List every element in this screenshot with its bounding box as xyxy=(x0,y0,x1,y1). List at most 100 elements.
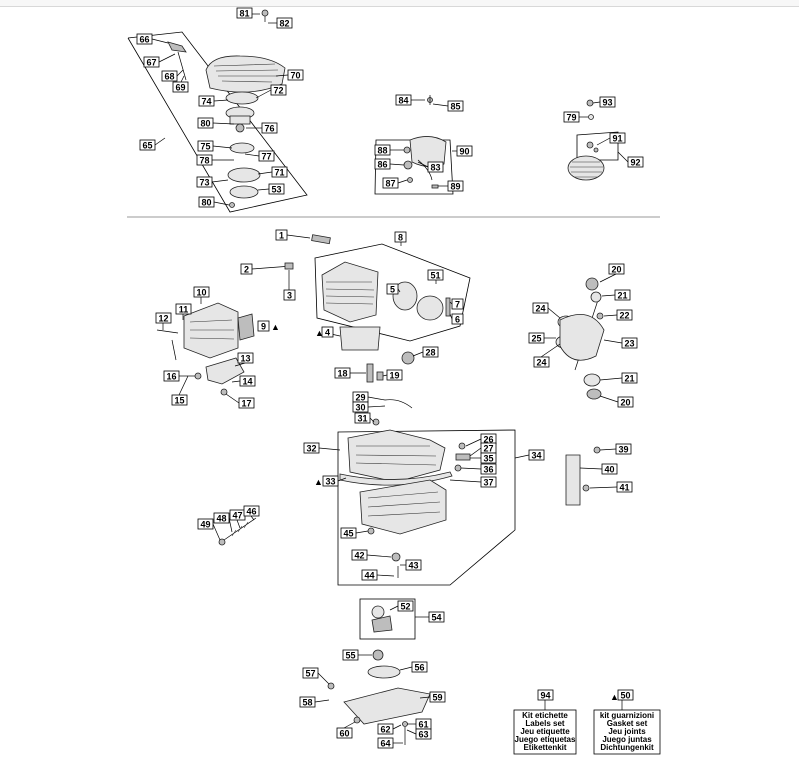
callout-leader-line xyxy=(343,721,356,729)
callout-leader-line xyxy=(382,374,388,377)
ignition-coil-group xyxy=(374,95,454,195)
callout-box xyxy=(532,302,549,314)
callout-box xyxy=(257,320,270,332)
callout-81: 81 xyxy=(236,7,260,19)
callout-box xyxy=(480,476,497,488)
callout-number: 65 xyxy=(142,141,152,151)
callout-number: 31 xyxy=(357,414,367,424)
callout-37: 37 xyxy=(449,476,497,488)
callout-63: 63 xyxy=(406,728,432,740)
callout-box xyxy=(405,559,422,571)
callout-box xyxy=(377,723,394,735)
bracket-group xyxy=(565,446,601,506)
callout-box xyxy=(342,649,359,661)
callout-box xyxy=(334,367,351,379)
callout-leader-line xyxy=(419,696,431,699)
callout-89: 89 xyxy=(438,180,464,192)
callout-box xyxy=(480,452,497,464)
callout-leader-line xyxy=(399,666,413,671)
callout-box xyxy=(616,481,633,493)
callout-73: 73 xyxy=(196,176,229,188)
callout-leader-line xyxy=(314,699,330,703)
callout-box xyxy=(617,689,634,701)
callout-leader-line xyxy=(460,467,482,470)
callout-number: 46 xyxy=(246,507,256,517)
callout-box xyxy=(616,309,633,321)
callout-number: 79 xyxy=(566,113,576,123)
callout-leader-line xyxy=(599,448,617,451)
callout-87: 87 xyxy=(382,177,408,189)
callout-box xyxy=(240,263,253,275)
fuel-fitting-group xyxy=(359,598,416,640)
callout-51: 51 xyxy=(427,269,444,284)
callout-leader-line xyxy=(286,234,311,239)
callout-number: 21 xyxy=(624,374,634,384)
callout-number: 44 xyxy=(364,571,374,581)
callout-number: 75 xyxy=(200,142,210,152)
callout-box xyxy=(533,356,550,368)
callout-leader-line xyxy=(469,447,482,457)
callout-box xyxy=(275,229,288,241)
crankcase-upper-part xyxy=(347,429,446,483)
callout-number: 87 xyxy=(385,179,395,189)
callout-39: 39 xyxy=(599,443,632,455)
callout-number: 58 xyxy=(302,698,312,708)
callout-box xyxy=(175,303,192,315)
callout-16: 16 xyxy=(163,370,195,382)
muffler-part xyxy=(183,302,239,359)
callout-number: 68 xyxy=(164,72,174,82)
spring-group xyxy=(218,517,257,546)
callout-72: 72 xyxy=(255,84,287,99)
callout-leader-line xyxy=(603,314,618,317)
callout-29: 29 xyxy=(352,391,386,403)
crankcase-lower-part xyxy=(359,479,447,535)
callout-number: 10 xyxy=(196,288,206,298)
callout-10: 10 xyxy=(193,286,210,304)
callout-leader-line xyxy=(406,729,417,735)
callout-53: 53 xyxy=(257,183,285,195)
callout-leader-line xyxy=(212,523,221,541)
callout-36: 36 xyxy=(460,463,497,475)
callout-number: 11 xyxy=(179,305,189,315)
callout-60: 60 xyxy=(336,721,356,739)
callout-20: 20 xyxy=(599,395,634,408)
callout-number: 54 xyxy=(431,613,441,623)
gasket-kit-box: kit guarnizioni Gasket set Jeu joints Ju… xyxy=(593,701,661,755)
callout-number: 59 xyxy=(432,693,442,703)
callout-number: 67 xyxy=(146,58,156,68)
callout-6: 6 xyxy=(449,313,464,325)
callout-box xyxy=(321,326,334,338)
callout-leader-line xyxy=(244,153,260,157)
callout-leader-line xyxy=(579,467,603,470)
callout-number: 5 xyxy=(390,285,395,295)
callout-3: 3 xyxy=(283,270,296,301)
callout-45: 45 xyxy=(340,527,369,539)
callout-number: 36 xyxy=(483,465,493,475)
callout-25: 25 xyxy=(528,332,556,344)
callout-leader-line xyxy=(213,99,229,102)
callout-number: 1 xyxy=(279,231,284,241)
callout-leader-line xyxy=(449,479,482,483)
callout-57: 57 xyxy=(302,667,330,685)
callout-leader-line xyxy=(389,163,405,166)
callout-box xyxy=(270,84,287,96)
flywheel-group-outline xyxy=(576,131,619,161)
callout-75: 75 xyxy=(197,140,233,152)
callout-leader-line xyxy=(257,188,270,191)
callout-34: 34 xyxy=(514,449,545,461)
callout-box xyxy=(340,527,357,539)
starter-assembly-group xyxy=(127,9,308,213)
callout-box xyxy=(621,337,638,349)
callout-74: 74 xyxy=(198,95,229,107)
callout-box xyxy=(322,475,339,487)
callout-box xyxy=(139,139,156,151)
callout-91: 91 xyxy=(596,132,626,146)
callout-number: 60 xyxy=(339,729,349,739)
callout-24: 24 xyxy=(532,302,561,319)
callout-box xyxy=(429,691,446,703)
callout-number: 77 xyxy=(261,152,271,162)
callout-number: 40 xyxy=(604,465,614,475)
callout-number: 20 xyxy=(611,265,621,275)
triangle-marker-9: ▲ xyxy=(271,322,280,332)
